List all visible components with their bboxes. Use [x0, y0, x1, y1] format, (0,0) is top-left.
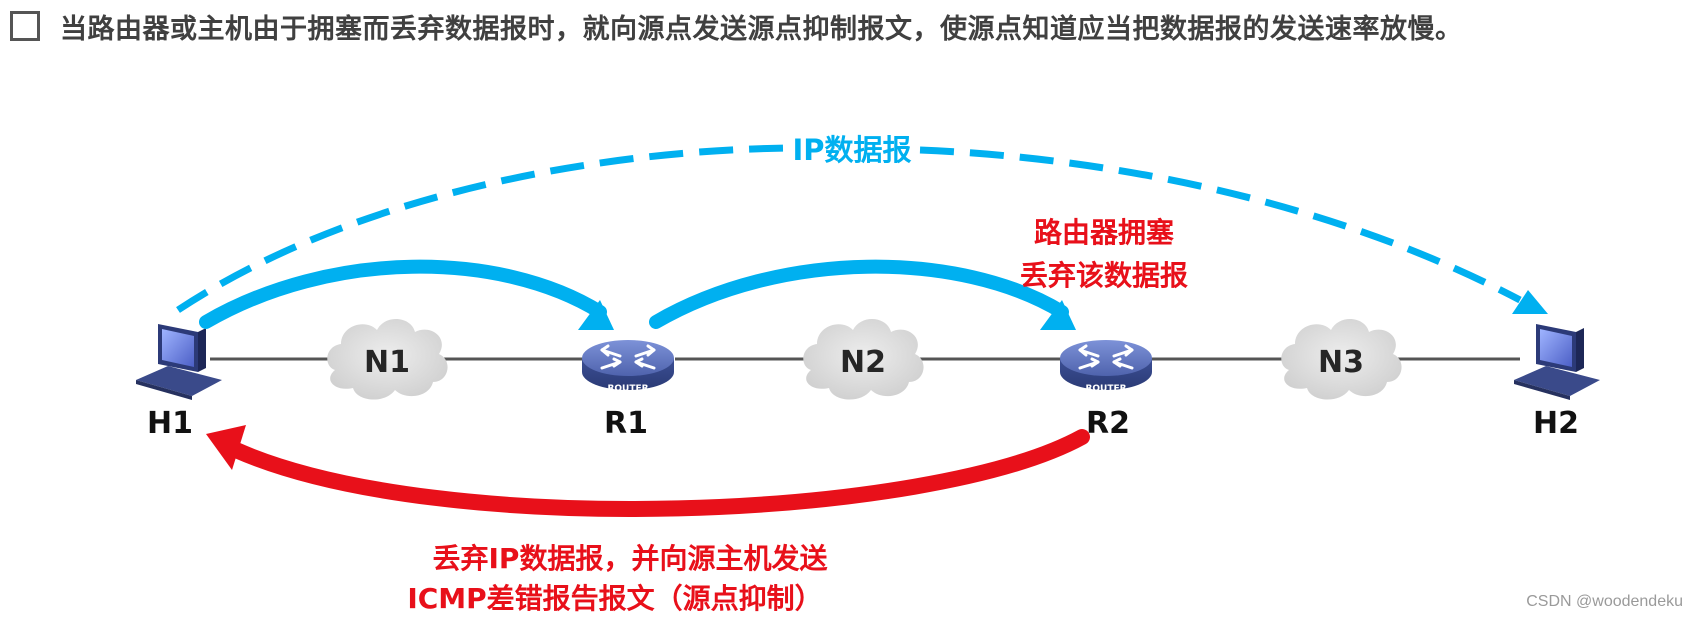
ip-datagram-label: IP数据报: [792, 133, 911, 167]
header: 当路由器或主机由于拥塞而丢弃数据报时，就向源点发送源点抑制报文，使源点知道应当把…: [10, 6, 1463, 46]
congestion-label-line1: 路由器拥塞: [1034, 216, 1174, 249]
network-cloud-n3: N3: [1281, 318, 1402, 400]
header-text: 当路由器或主机由于拥塞而丢弃数据报时，就向源点发送源点抑制报文，使源点知道应当把…: [60, 13, 1463, 45]
n1-label: N1: [364, 345, 410, 380]
n2-label: N2: [840, 345, 886, 380]
icmp-source-quench-arrow: [206, 425, 1090, 517]
router-r1-icon: ROUTER: [582, 340, 674, 394]
icmp-label-line2: ICMP差错报告报文（源点抑制）: [407, 582, 822, 615]
host-h1-computer-icon: [136, 324, 222, 400]
hop-arrow-h1-r1: [199, 259, 614, 330]
router-r2-icon: ROUTER: [1060, 340, 1152, 394]
icmp-label-line1: 丢弃IP数据报，并向源主机发送: [433, 542, 828, 575]
router-r1-caption: ROUTER: [607, 384, 648, 394]
ip-datagram-dashed-arc: [176, 144, 1522, 313]
ip-datagram-path-arrow: [176, 144, 1548, 314]
h2-label: H2: [1533, 406, 1579, 441]
network-cloud-n1: N1: [327, 318, 448, 400]
host-h2-computer-icon: [1514, 324, 1600, 400]
network-cloud-n2: N2: [803, 318, 924, 400]
router-r2-caption: ROUTER: [1085, 384, 1126, 394]
hop-arrow-r1-r2: [649, 259, 1076, 330]
ip-datagram-arrowhead: [1512, 290, 1548, 314]
watermark: CSDN @woodendeku: [1526, 593, 1683, 610]
h1-label: H1: [147, 406, 193, 441]
r2-label: R2: [1086, 406, 1130, 441]
n3-label: N3: [1318, 345, 1364, 380]
congestion-label-line2: 丢弃该数据报: [1020, 259, 1188, 292]
r1-label: R1: [604, 406, 648, 441]
checkbox-icon: [10, 11, 40, 41]
